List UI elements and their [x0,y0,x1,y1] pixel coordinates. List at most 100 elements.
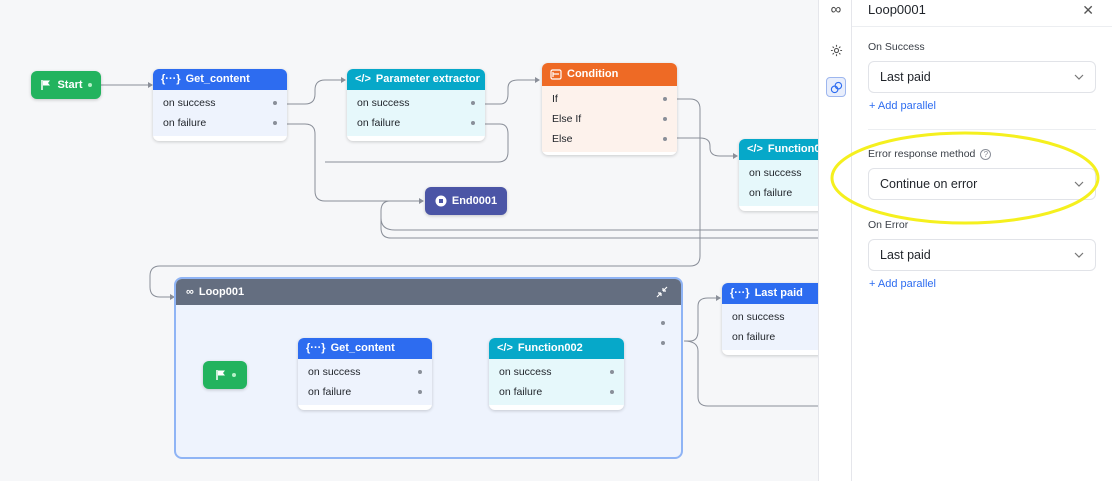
function-node[interactable]: </> Function00 on success on failure [739,139,818,211]
properties-panel: Loop0001 ✕ On Success Last paid + Add pa… [852,0,1112,481]
row-label: on success [749,167,802,179]
end-node[interactable]: End0001 [425,187,507,215]
on-success-label: On Success [868,41,925,53]
on-failure-output[interactable]: on failure [153,113,287,133]
edge [485,79,535,105]
chevron-down-icon [1074,181,1084,187]
divider [868,129,1096,130]
row-label: on success [732,311,785,323]
code-icon: </> [355,73,371,85]
edge [684,297,716,342]
code-icon: </> [747,143,763,155]
on-success-output[interactable]: on success [153,93,287,113]
row-label: on failure [308,386,352,398]
on-failure-output[interactable]: on failure [722,327,818,347]
output-handle[interactable] [610,390,614,394]
gear-icon[interactable] [826,40,846,60]
on-success-output[interactable]: on success [722,307,818,327]
get-content-node[interactable]: {···} Get_content on success on failure [153,69,287,141]
on-success-output[interactable]: on success [739,163,818,183]
output-handle[interactable] [471,101,475,105]
edge [677,137,733,157]
workflow-canvas[interactable]: Start {···} Get_content on success on fa… [0,0,818,481]
arrow [733,153,738,159]
output-handle[interactable] [273,101,277,105]
collapse-icon[interactable] [655,285,669,299]
else-output[interactable]: Else [542,129,677,149]
output-handle[interactable] [418,370,422,374]
if-output[interactable]: If [542,89,677,109]
on-success-output[interactable]: on success [298,362,432,382]
function002-node[interactable]: </> Function002 on success on failure [489,338,624,410]
start-node[interactable]: Start [31,71,101,99]
on-success-output[interactable]: on success [489,362,624,382]
output-handle[interactable] [471,121,475,125]
output-handle[interactable] [663,117,667,121]
braces-icon: {···} [730,287,750,299]
on-failure-output[interactable]: on failure [739,183,818,203]
on-error-label: On Error [868,219,909,231]
output-handle[interactable] [663,97,667,101]
node-title: Function00 [767,143,818,155]
last-paid-node[interactable]: {···} Last paid on success on failure [722,283,818,355]
row-label: If [552,93,558,105]
help-icon[interactable]: ? [980,148,992,160]
parameter-extractor-node[interactable]: </> Parameter extractor on success on fa… [347,69,485,141]
output-handle[interactable] [610,370,614,374]
loop-get-content-node[interactable]: {···} Get_content on success on failure [298,338,432,410]
edge [287,123,419,202]
row-label: on failure [749,187,793,199]
output-handle[interactable] [273,121,277,125]
on-failure-output[interactable]: on failure [347,113,485,133]
output-handle[interactable] [231,373,236,377]
select-value: Last paid [880,248,931,262]
chevron-down-icon [1074,252,1084,258]
loop-outputs[interactable] [661,321,665,361]
arrow [419,198,424,204]
flag-icon [41,80,51,90]
link-icon[interactable] [826,77,846,97]
start-label: Start [57,79,83,91]
add-parallel-success-link[interactable]: + Add parallel [869,100,936,112]
flag-icon [215,370,225,380]
arrow [170,294,175,300]
panel-icon-bar: ∞ [818,0,852,481]
arrow [148,82,153,88]
infinity-icon[interactable]: ∞ [830,0,842,18]
end-label: End0001 [451,195,498,207]
arrow [341,77,346,83]
output-handle[interactable] [87,83,92,87]
braces-icon: {···} [306,342,326,354]
error-method-select[interactable]: Continue on error [868,168,1096,200]
node-title: Get_content [185,73,250,85]
braces-icon: {···} [161,73,181,85]
plus-icon: + [869,100,876,112]
stop-icon [435,195,447,207]
loop-container[interactable]: ∞ Loop001 {···} Get_content on success o… [174,277,683,459]
loop-start-node[interactable] [203,361,247,389]
output-handle[interactable] [418,390,422,394]
error-method-label: Error response method? [868,148,992,160]
close-icon[interactable]: ✕ [1082,2,1094,18]
on-success-select[interactable]: Last paid [868,61,1096,93]
on-success-output[interactable]: on success [347,93,485,113]
output-handle[interactable] [663,137,667,141]
divider [852,26,1112,27]
row-label: on failure [499,386,543,398]
node-title: Get_content [330,342,395,354]
row-label: on success [308,366,361,378]
on-failure-output[interactable]: on failure [489,382,624,402]
on-error-select[interactable]: Last paid [868,239,1096,271]
else-if-output[interactable]: Else If [542,109,677,129]
edge [149,98,701,298]
edge [380,217,818,231]
branch-icon [550,69,562,80]
add-parallel-error-link[interactable]: + Add parallel [869,278,936,290]
on-failure-output[interactable]: on failure [298,382,432,402]
condition-node[interactable]: Condition If Else If Else [542,63,677,155]
chevron-down-icon [1074,74,1084,80]
row-label: on failure [163,117,207,129]
node-title: Function002 [517,342,583,354]
row-label: Else [552,133,573,145]
infinity-icon: ∞ [186,286,194,298]
